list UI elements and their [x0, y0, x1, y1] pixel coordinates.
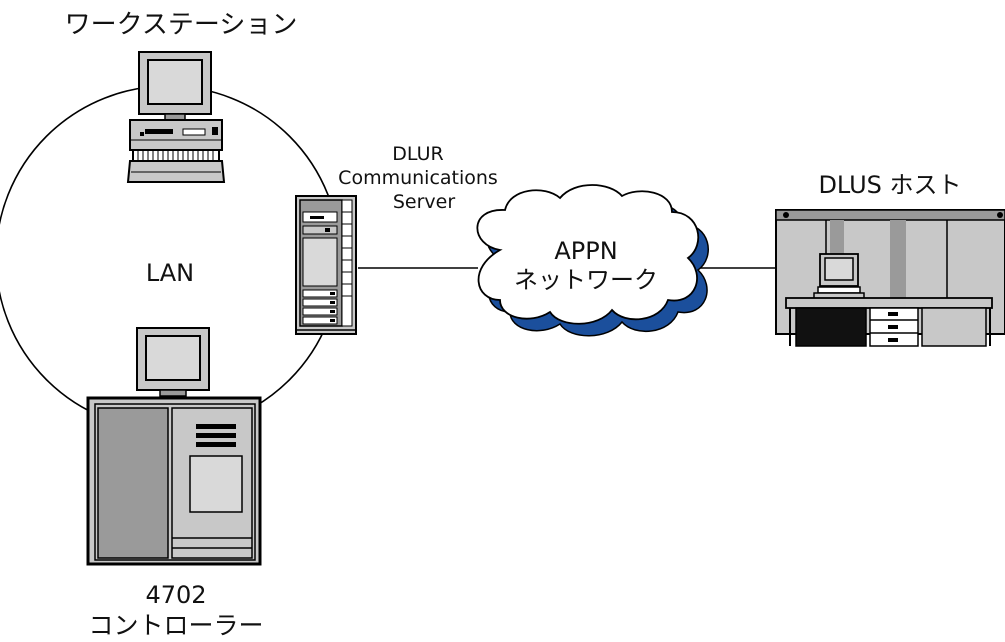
appn-cloud-icon	[476, 184, 709, 337]
workstation-label: ワークステーション	[65, 10, 298, 40]
controller-label-line2: コントローラー	[88, 611, 263, 640]
controller-cabinet-icon	[86, 396, 262, 566]
dlur-label-line1: DLUR	[392, 143, 443, 165]
workstation-icon	[126, 51, 226, 183]
dlus-host-icon	[775, 209, 1005, 347]
appn-label-line1: APPN	[554, 237, 617, 265]
dlur-label-line3: Server	[393, 191, 455, 213]
dlur-label-line2: Communications	[338, 167, 498, 189]
controller-monitor-icon	[136, 327, 210, 397]
appn-label-line2: ネットワーク	[514, 266, 658, 294]
lan-label: LAN	[146, 259, 194, 287]
controller-label-line1: 4702	[145, 581, 206, 609]
dlus-host-label: DLUS ホスト	[818, 171, 961, 199]
dlur-server-icon	[295, 195, 357, 335]
